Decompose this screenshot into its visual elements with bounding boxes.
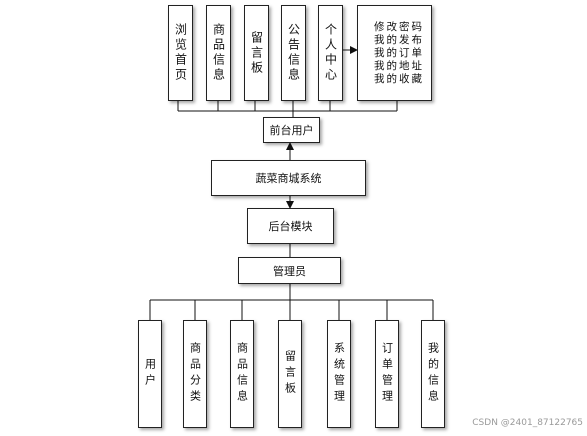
module-users: 用户 [138, 320, 162, 428]
module-product-info: 商品信息 [206, 5, 231, 101]
module-label: 用户 [143, 358, 157, 390]
backend-node: 后台模块 [247, 208, 334, 244]
admin-node: 管理员 [238, 257, 341, 284]
module-label: 公告信息 [286, 23, 301, 83]
module-order-management: 订单管理 [375, 320, 399, 428]
module-product-info-admin: 商品信息 [230, 320, 254, 428]
submenu-item: 修改密码 [374, 20, 424, 33]
submenu-item: 我的订单 [374, 46, 424, 59]
submenu-item: 我的地址 [374, 59, 424, 72]
module-label: 留言板 [283, 350, 297, 398]
module-personal-center: 个人中心 [318, 5, 343, 101]
watermark: CSDN @2401_87122765 [472, 418, 583, 428]
module-label: 系统管理 [332, 342, 346, 406]
module-announcement: 公告信息 [281, 5, 306, 101]
personal-center-submenu: 修改密码 我的发布 我的订单 我的地址 我的收藏 [357, 5, 432, 101]
submenu-item: 我的收藏 [374, 72, 424, 85]
module-label: 个人中心 [323, 23, 338, 83]
module-message-board: 留言板 [244, 5, 269, 101]
module-browse-home: 浏览首页 [168, 5, 193, 101]
node-label: 蔬菜商城系统 [255, 172, 322, 185]
module-my-info: 我的信息 [421, 320, 445, 428]
module-label: 商品信息 [211, 23, 226, 83]
module-label: 我的信息 [426, 342, 440, 406]
module-label: 商品分类 [188, 342, 202, 406]
module-message-board-admin: 留言板 [278, 320, 302, 428]
module-label: 留言板 [249, 30, 264, 76]
module-label: 浏览首页 [173, 23, 188, 83]
system-node: 蔬菜商城系统 [211, 160, 366, 196]
node-label: 前台用户 [269, 124, 314, 137]
node-label: 管理员 [273, 264, 306, 278]
front-user-node: 前台用户 [263, 117, 320, 143]
module-system-management: 系统管理 [327, 320, 351, 428]
module-label: 商品信息 [235, 342, 249, 406]
module-product-category: 商品分类 [183, 320, 207, 428]
submenu-item: 我的发布 [374, 33, 424, 46]
module-label: 订单管理 [380, 342, 394, 406]
node-label: 后台模块 [268, 220, 313, 233]
